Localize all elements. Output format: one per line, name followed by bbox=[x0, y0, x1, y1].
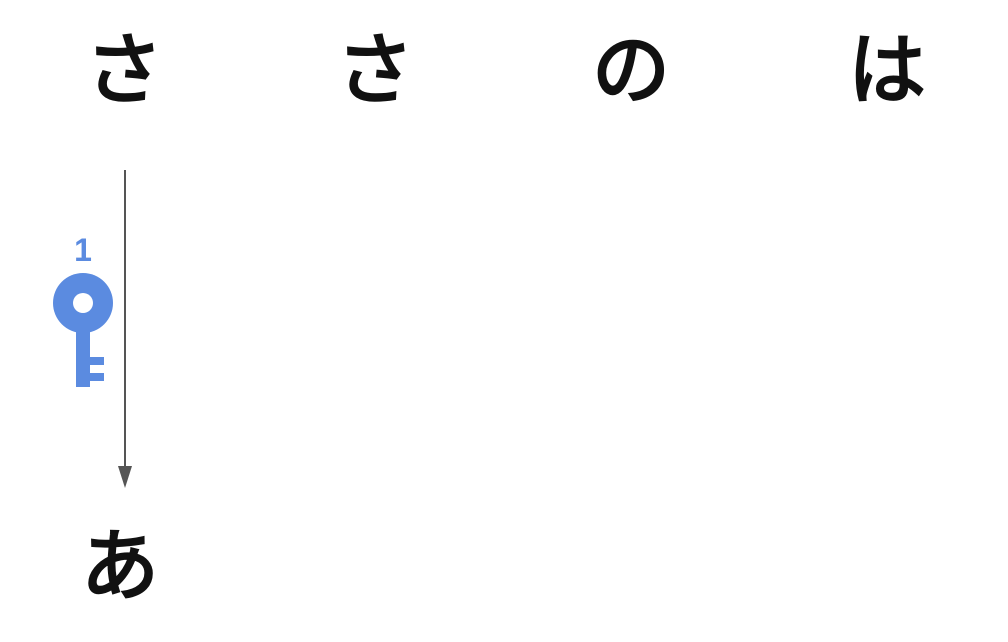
top-kana-2: さ bbox=[335, 26, 414, 116]
top-kana-4: は bbox=[847, 26, 926, 116]
key-icon bbox=[53, 273, 113, 387]
key-number: 1 bbox=[74, 232, 92, 268]
bottom-kana: あ bbox=[80, 522, 159, 612]
top-kana-1: さ bbox=[84, 26, 163, 116]
top-kana-3: の bbox=[591, 26, 670, 116]
